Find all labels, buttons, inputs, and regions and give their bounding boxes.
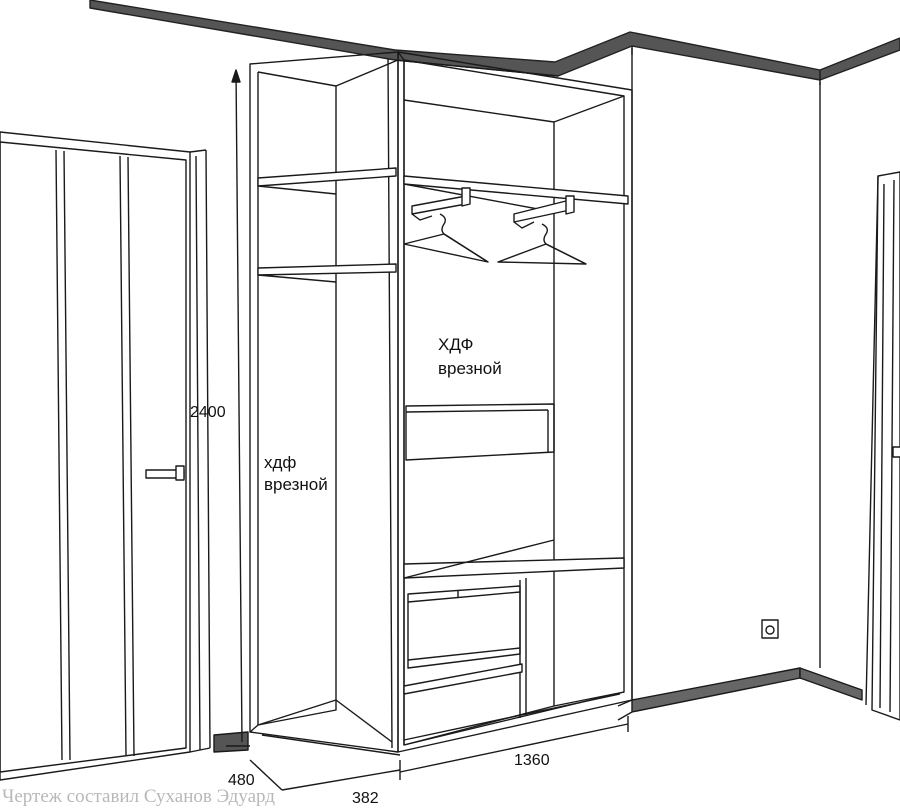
crown-molding bbox=[89, 0, 900, 85]
left-panel-note-line2: врезной bbox=[264, 475, 328, 494]
dimension-corner-label: 382 bbox=[352, 790, 379, 807]
dimension-height-label: 2400 bbox=[190, 404, 226, 421]
dimension-width-line bbox=[399, 716, 629, 780]
hanger-rail-left bbox=[411, 187, 471, 221]
wall-edges bbox=[631, 48, 821, 700]
dimension-width-label: 1360 bbox=[514, 752, 550, 769]
left-door bbox=[0, 131, 211, 781]
back-panel-note-line1: ХДФ bbox=[438, 335, 474, 354]
dimension-height-line bbox=[226, 69, 250, 747]
author-credit: Чертеж составил Суханов Эдуард bbox=[2, 786, 275, 807]
wall-socket-icon bbox=[761, 619, 779, 639]
hanger-rail-right bbox=[513, 195, 575, 229]
hanger-icon bbox=[497, 223, 587, 265]
dimension-depth-line bbox=[249, 759, 401, 791]
main-section bbox=[397, 51, 633, 753]
dimension-depth-label: 480 bbox=[228, 772, 255, 789]
hanger-icon bbox=[403, 213, 489, 263]
back-panel-note-line2: врезной bbox=[438, 359, 502, 378]
door-handle-icon bbox=[145, 465, 185, 481]
right-door bbox=[865, 171, 900, 721]
baseboard bbox=[213, 667, 863, 753]
left-panel-note-line1: хдф bbox=[264, 453, 297, 472]
corner-section bbox=[249, 51, 401, 756]
